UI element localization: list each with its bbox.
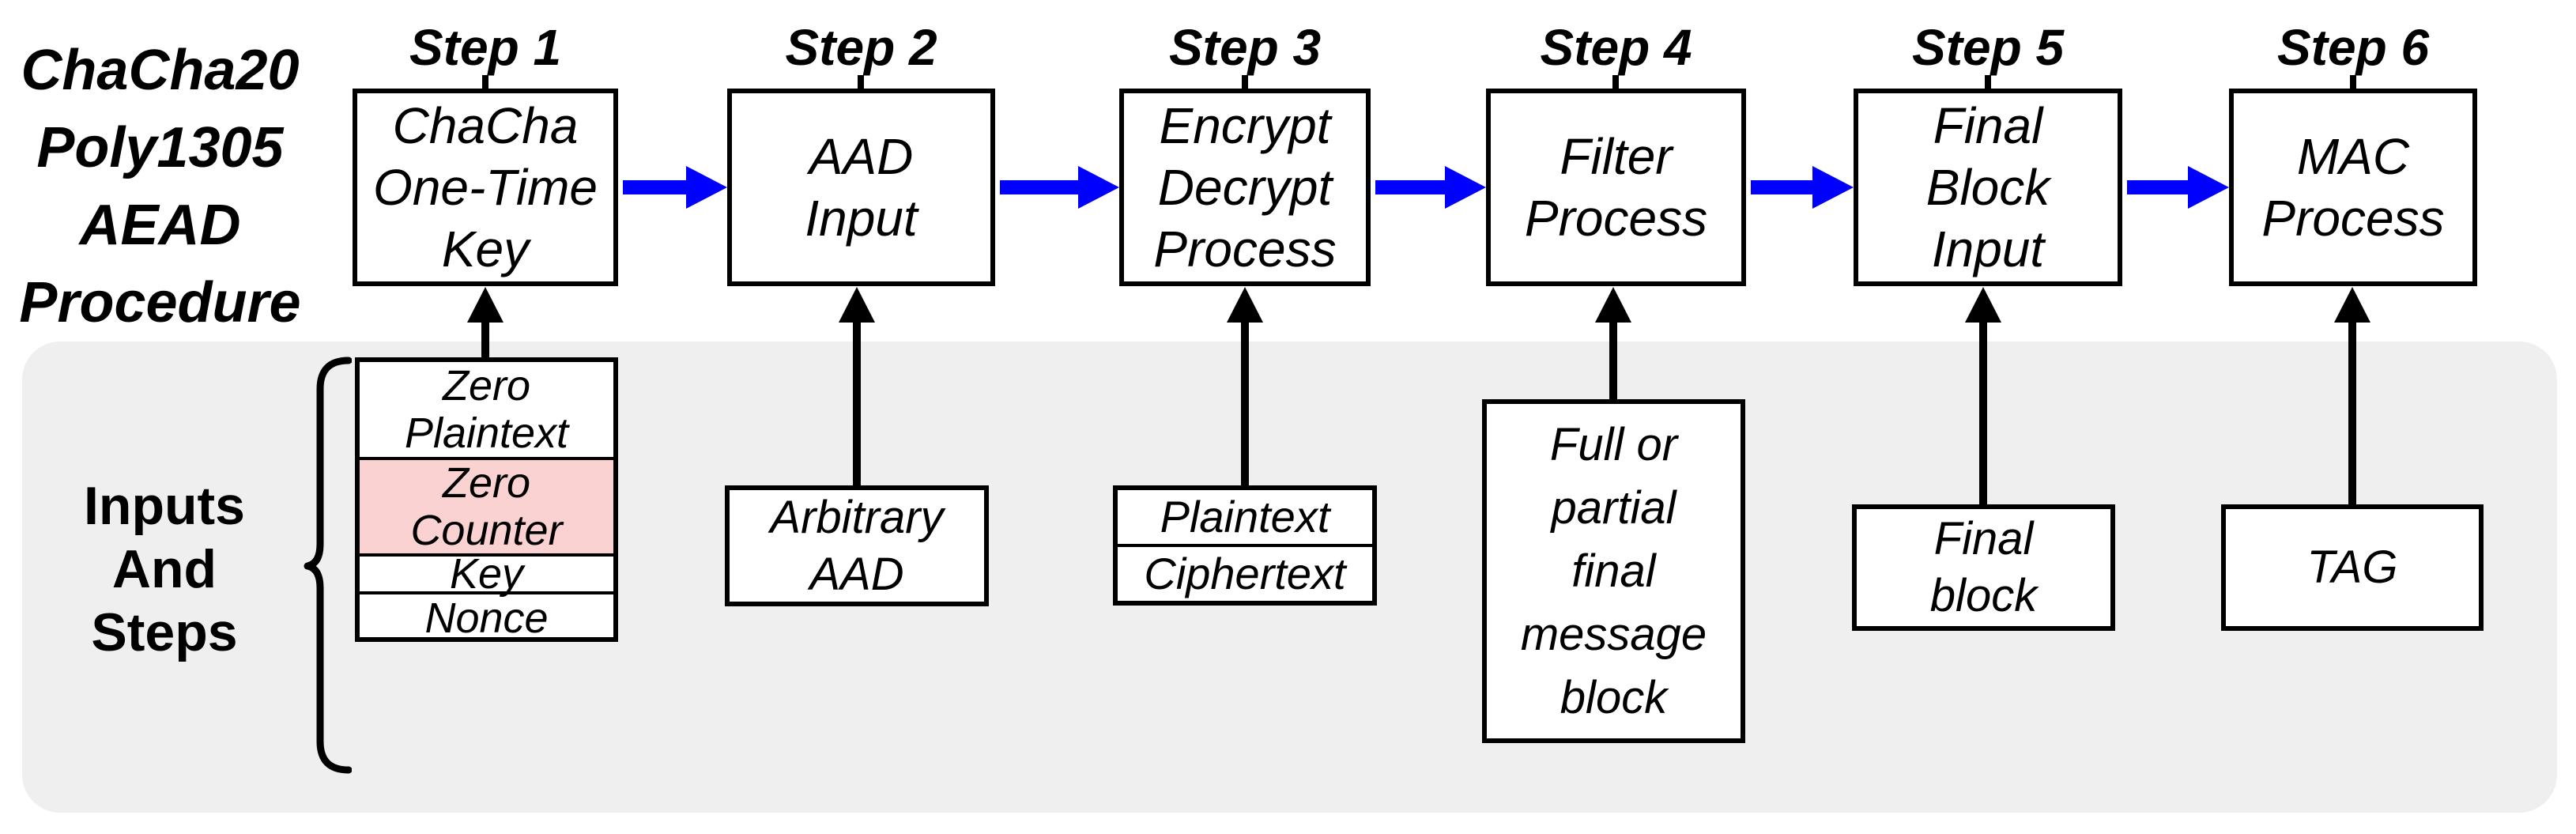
inputs-label-line: Inputs bbox=[84, 476, 245, 536]
flow-arrow-head bbox=[2188, 166, 2229, 209]
input-arrow-shaft bbox=[1979, 318, 1987, 508]
cell-line: Plaintext bbox=[1160, 492, 1330, 542]
cell-line: Counter bbox=[410, 507, 563, 554]
box-line: One-Time bbox=[373, 159, 598, 216]
step2-label-tick bbox=[858, 75, 864, 90]
step6-box: MAC Process bbox=[2229, 89, 2477, 286]
zero-counter-cell-highlighted: Zero Counter bbox=[360, 457, 613, 554]
step6-label-tick bbox=[2350, 75, 2356, 90]
final-block-box: Final block bbox=[1852, 504, 2115, 631]
box-line: Final bbox=[1933, 97, 2043, 154]
input-arrow-head bbox=[1965, 287, 2001, 323]
box-line: ChaCha bbox=[392, 97, 579, 154]
input-arrow-shaft bbox=[1241, 318, 1249, 489]
flow-arrow-head bbox=[1812, 166, 1854, 209]
step3-label-tick bbox=[1242, 75, 1248, 90]
ciphertext-cell: Ciphertext bbox=[1118, 544, 1372, 601]
flow-arrow-shaft bbox=[2127, 180, 2191, 194]
step4-label-tick bbox=[1612, 75, 1619, 90]
title-line: AEAD bbox=[79, 194, 241, 257]
step1-box: ChaCha One-Time Key bbox=[353, 89, 618, 286]
box-line: Block bbox=[1925, 159, 2050, 216]
inputs-group-brace bbox=[304, 357, 352, 774]
title-line: Procedure bbox=[19, 271, 301, 334]
box-line: Decrypt bbox=[1157, 159, 1333, 216]
cell-line: Ciphertext bbox=[1144, 549, 1346, 598]
input-arrow-head bbox=[1595, 287, 1631, 323]
cell-line: Zero bbox=[442, 459, 531, 507]
step1-label: Step 1 bbox=[409, 19, 562, 76]
step3-label: Step 3 bbox=[1168, 19, 1322, 76]
plaintext-cell: Plaintext bbox=[1118, 490, 1372, 544]
box-line: message bbox=[1520, 608, 1707, 660]
box-line: Encrypt bbox=[1159, 97, 1331, 154]
zero-plaintext-cell: Zero Plaintext bbox=[360, 362, 613, 457]
flow-arrow-shaft bbox=[1751, 180, 1816, 194]
step3-box: Encrypt Decrypt Process bbox=[1119, 89, 1371, 286]
box-line: partial bbox=[1551, 481, 1676, 534]
box-line: Filter bbox=[1560, 128, 1673, 185]
tag-box: TAG bbox=[2221, 504, 2484, 631]
box-line: final bbox=[1571, 545, 1656, 597]
nonce-cell: Nonce bbox=[360, 591, 613, 642]
box-line: Key bbox=[441, 221, 530, 277]
box-line: Input bbox=[805, 190, 918, 247]
box-line: Process bbox=[2261, 190, 2445, 247]
flow-arrow-shaft bbox=[1000, 180, 1081, 194]
title-line: ChaCha20 bbox=[21, 39, 300, 102]
step5-label: Step 5 bbox=[1911, 19, 2065, 76]
step5-box: Final Block Input bbox=[1854, 89, 2122, 286]
box-line: Input bbox=[1931, 221, 2045, 277]
input-arrow-head bbox=[467, 287, 504, 323]
title-line: Poly1305 bbox=[36, 116, 284, 179]
inputs-and-steps-label: Inputs And Steps bbox=[46, 474, 283, 664]
box-line: Arbitrary bbox=[770, 491, 944, 543]
flow-arrow-shaft bbox=[1375, 180, 1448, 194]
cell-line: Plaintext bbox=[404, 409, 569, 457]
box-line: Full or bbox=[1549, 418, 1678, 470]
input-arrow-head bbox=[839, 287, 875, 323]
box-line: AAD bbox=[809, 128, 914, 185]
step1-label-tick bbox=[482, 75, 488, 90]
step2-box: AAD Input bbox=[727, 89, 995, 286]
box-line: Process bbox=[1524, 190, 1708, 247]
input-arrow-shaft bbox=[481, 318, 489, 360]
key-cell: Key bbox=[360, 550, 613, 598]
inputs-label-line: And bbox=[111, 539, 217, 599]
arbitrary-aad-box: Arbitrary AAD bbox=[725, 485, 989, 606]
cell-line: Nonce bbox=[424, 594, 549, 642]
box-line: Final bbox=[1933, 513, 2034, 564]
box-line: block bbox=[1929, 570, 2038, 621]
step1-inputs-box: Zero Plaintext Zero Counter Key Nonce bbox=[355, 357, 618, 642]
step5-label-tick bbox=[1985, 75, 1991, 90]
cell-line: Key bbox=[449, 550, 524, 598]
box-line: AAD bbox=[809, 548, 904, 600]
flow-arrow-shaft bbox=[623, 180, 689, 194]
flow-arrow-head bbox=[1078, 166, 1119, 209]
final-message-block-box: Full or partial final message block bbox=[1482, 399, 1745, 743]
input-arrow-shaft bbox=[1609, 318, 1617, 402]
box-line: TAG bbox=[2306, 542, 2398, 593]
step2-label: Step 2 bbox=[785, 19, 937, 76]
box-line: MAC bbox=[2296, 128, 2410, 185]
inputs-label-line: Steps bbox=[91, 602, 238, 662]
input-arrow-shaft bbox=[853, 318, 861, 489]
input-arrow-head bbox=[2334, 287, 2370, 323]
box-line: Process bbox=[1153, 221, 1337, 277]
step6-label: Step 6 bbox=[2276, 19, 2430, 76]
step4-box: Filter Process bbox=[1486, 89, 1746, 286]
flow-arrow-head bbox=[686, 166, 727, 209]
box-line: block bbox=[1560, 671, 1668, 723]
flow-arrow-head bbox=[1445, 166, 1486, 209]
diagram-title: ChaCha20 Poly1305 AEAD Procedure bbox=[4, 32, 316, 342]
plaintext-ciphertext-box: Plaintext Ciphertext bbox=[1113, 485, 1377, 606]
input-arrow-shaft bbox=[2348, 318, 2356, 508]
cell-line: Zero bbox=[442, 362, 531, 409]
input-arrow-head bbox=[1227, 287, 1263, 323]
step4-label: Step 4 bbox=[1540, 19, 1692, 76]
